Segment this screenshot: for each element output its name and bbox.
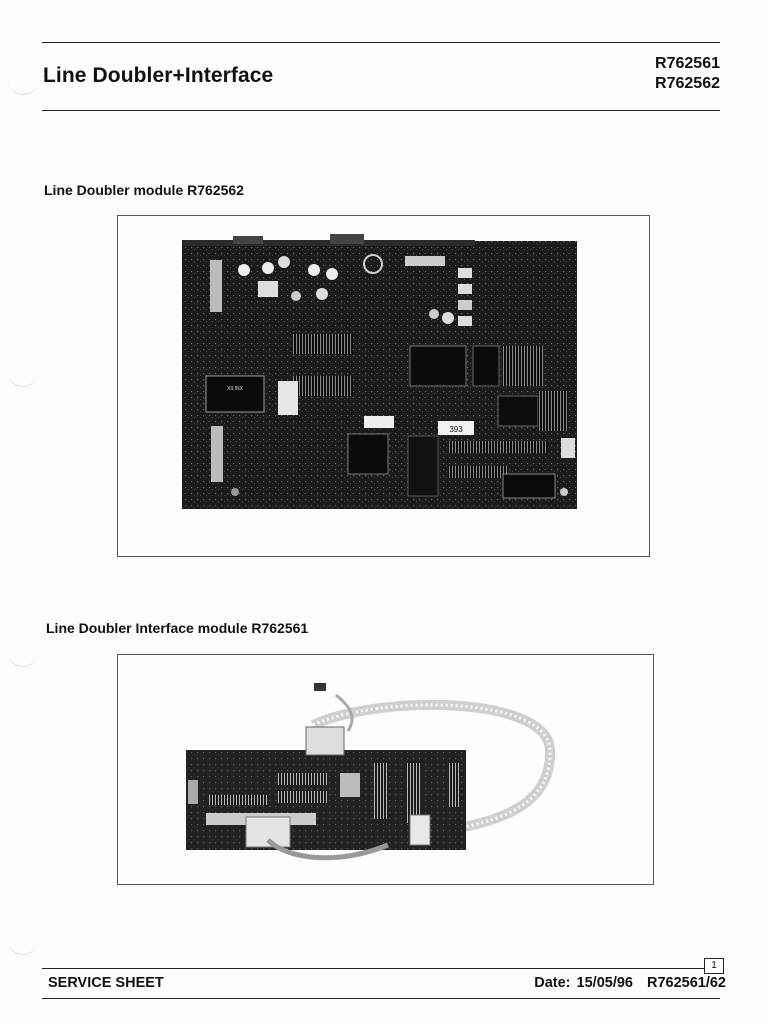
header-codes: R762561 R762562 <box>655 54 720 94</box>
punch-hole-mark <box>8 940 38 955</box>
figure-1-frame: XILINX 393 <box>117 215 650 557</box>
board-sticker-label: 393 <box>449 425 463 434</box>
header-code-1: R762561 <box>655 55 720 72</box>
footer-date-code: Date: 15/05/96 R762561/62 <box>534 975 726 991</box>
figure-2-caption: Line Doubler Interface module R762561 <box>46 620 309 636</box>
header-code-2: R762562 <box>655 75 720 92</box>
page-number-box: 1 <box>704 958 724 974</box>
line-doubler-board-photo: XILINX 393 <box>182 234 577 509</box>
punch-hole-mark <box>8 80 38 95</box>
footer-service-sheet: SERVICE SHEET <box>48 975 164 991</box>
figure-1-caption: Line Doubler module R762562 <box>44 182 244 198</box>
footer-bottom-rule <box>42 998 720 999</box>
header-top-rule <box>42 42 720 43</box>
footer-date: Date: 15/05/96 <box>534 975 633 991</box>
header-bottom-rule <box>42 110 720 111</box>
page-title: Line Doubler+Interface <box>43 64 274 87</box>
footer-top-rule <box>42 968 704 969</box>
figure-2-frame <box>117 654 654 885</box>
footer-doc-code: R762561/62 <box>646 975 726 991</box>
xilinx-chip-label: XILINX <box>227 386 244 392</box>
punch-hole-mark <box>8 652 38 667</box>
punch-hole-mark <box>8 372 38 387</box>
interface-board-photo <box>186 683 556 861</box>
